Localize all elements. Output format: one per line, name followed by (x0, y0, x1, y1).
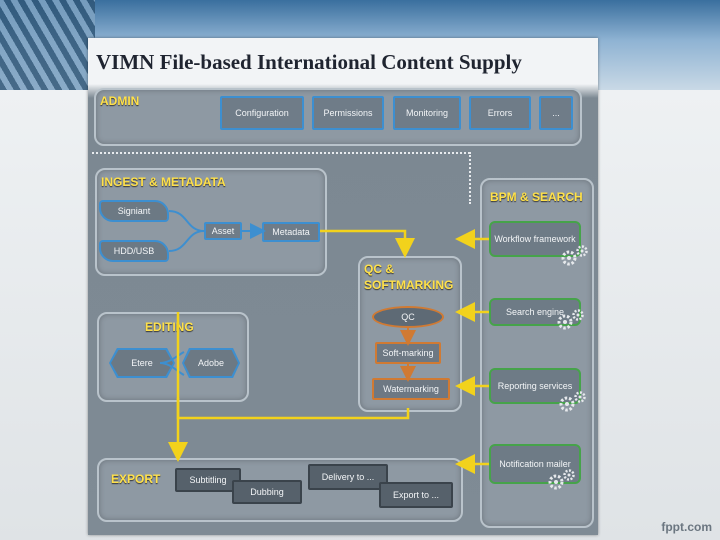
admin-errors[interactable]: Errors (469, 96, 531, 130)
bpm-workflow-framework[interactable]: Workflow framework (489, 221, 581, 257)
ingest-metadata[interactable]: Metadata (262, 222, 320, 242)
background-building (0, 0, 95, 90)
admin-monitoring[interactable]: Monitoring (393, 96, 461, 130)
admin-divider (92, 152, 470, 154)
admin-configuration[interactable]: Configuration (220, 96, 304, 130)
admin-permissions[interactable]: Permissions (312, 96, 384, 130)
bpm-label: BPM & SEARCH (490, 190, 583, 204)
export-label: EXPORT (111, 472, 161, 486)
admin-label: ADMIN (100, 94, 140, 108)
editing-label: EDITING (145, 320, 194, 334)
gear-icon (548, 469, 575, 490)
qc-label-line2: SOFTMARKING (364, 278, 454, 292)
gear-icon (559, 391, 586, 412)
export-export-to[interactable]: Export to ... (379, 482, 453, 508)
admin-divider-vertical (469, 152, 471, 204)
softmarking-step[interactable]: Soft-marking (375, 342, 441, 364)
editing-etere[interactable]: Etere (111, 350, 173, 376)
editing-adobe[interactable]: Adobe (184, 350, 238, 376)
admin-more[interactable]: ... (539, 96, 573, 130)
bpm-search-engine[interactable]: Search engine (489, 298, 581, 326)
ingest-label: INGEST & METADATA (101, 175, 226, 189)
ingest-asset[interactable]: Asset (204, 222, 242, 240)
qc-step[interactable]: QC (372, 306, 444, 328)
qc-label-line1: QC & (364, 262, 394, 276)
export-dubbing[interactable]: Dubbing (232, 480, 302, 504)
source-signiant[interactable]: Signiant (99, 200, 169, 222)
bpm-reporting-services[interactable]: Reporting services (489, 368, 581, 404)
export-delivery-to[interactable]: Delivery to ... (308, 464, 388, 490)
watermark: fppt.com (661, 520, 712, 534)
gear-icon (557, 309, 584, 330)
gear-icon (561, 245, 588, 266)
slide-title: VIMN File-based International Content Su… (96, 50, 522, 74)
watermarking-step[interactable]: Watermarking (372, 378, 450, 400)
source-hdd-usb[interactable]: HDD/USB (99, 240, 169, 262)
